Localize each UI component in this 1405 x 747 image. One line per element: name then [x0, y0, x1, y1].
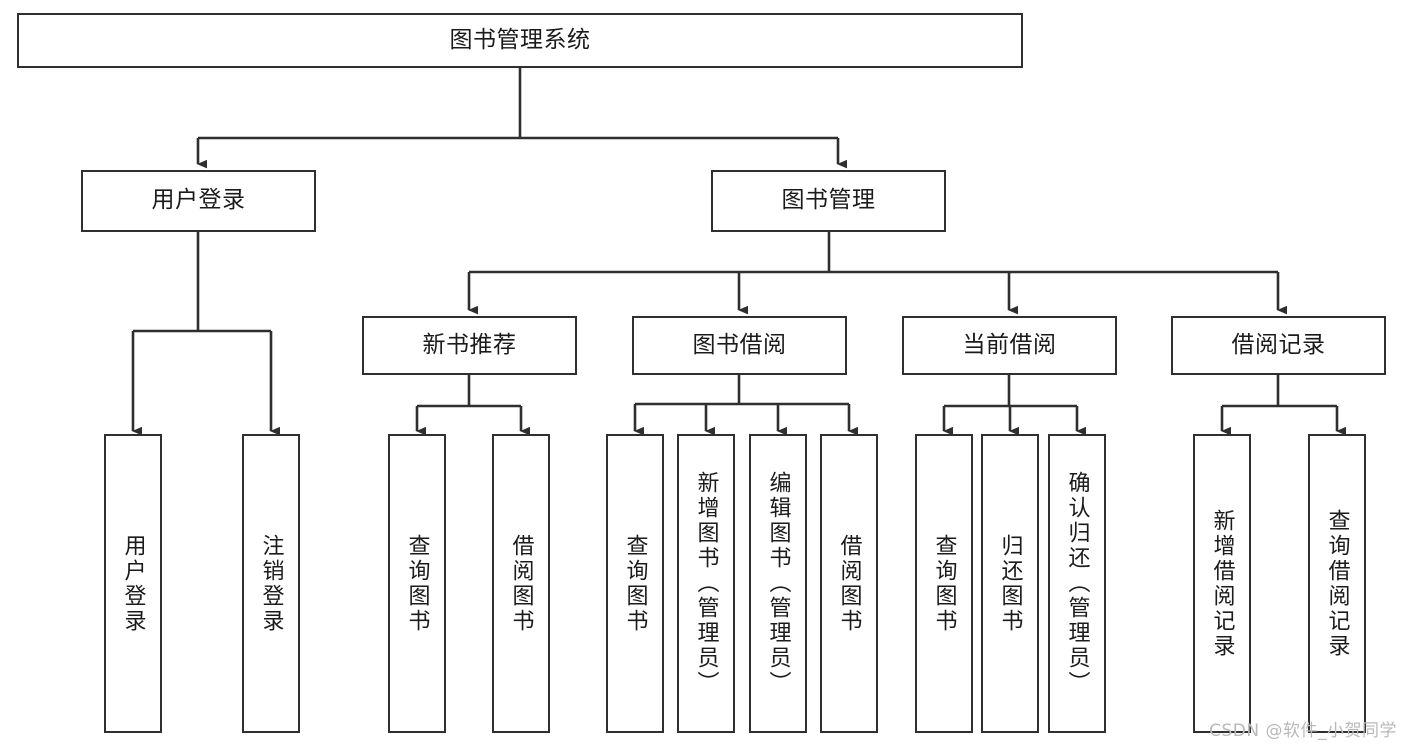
node-leaf-logout-login-label: 注销登录	[258, 533, 284, 634]
node-borrow-record[interactable]: 借阅记录	[1171, 316, 1386, 375]
node-leaf-borrow-book-2-label: 借阅图书	[836, 533, 862, 634]
node-leaf-borrow-book-2[interactable]: 借阅图书	[820, 434, 878, 733]
node-leaf-confirm-return[interactable]: 确认归还（管理员）	[1048, 434, 1106, 733]
node-leaf-edit-book[interactable]: 编辑图书（管理员）	[749, 434, 807, 733]
node-root[interactable]: 图书管理系统	[17, 13, 1023, 68]
node-leaf-query-borrow-record-label: 查询借阅记录	[1324, 508, 1350, 659]
node-leaf-add-book[interactable]: 新增图书（管理员）	[677, 434, 735, 733]
node-leaf-user-login[interactable]: 用户登录	[104, 434, 162, 733]
node-current-borrow[interactable]: 当前借阅	[902, 316, 1117, 375]
node-current-borrow-label: 当前借阅	[962, 331, 1057, 358]
node-book-manage[interactable]: 图书管理	[711, 170, 946, 232]
node-new-book-recommend-label: 新书推荐	[422, 331, 517, 358]
node-leaf-query-book-3-label: 查询图书	[931, 533, 957, 634]
node-leaf-logout-login[interactable]: 注销登录	[242, 434, 300, 733]
node-leaf-borrow-book-1-label: 借阅图书	[508, 533, 534, 634]
node-leaf-borrow-book-1[interactable]: 借阅图书	[492, 434, 550, 733]
node-root-label: 图书管理系统	[449, 26, 591, 53]
node-leaf-query-borrow-record[interactable]: 查询借阅记录	[1308, 434, 1366, 733]
node-new-book-recommend[interactable]: 新书推荐	[362, 316, 577, 375]
node-leaf-edit-book-label: 编辑图书（管理员）	[765, 471, 791, 696]
node-leaf-query-book-3[interactable]: 查询图书	[915, 434, 973, 733]
node-user-login[interactable]: 用户登录	[81, 170, 316, 232]
node-leaf-confirm-return-label: 确认归还（管理员）	[1064, 471, 1090, 696]
node-leaf-query-book-2[interactable]: 查询图书	[606, 434, 664, 733]
node-leaf-user-login-label: 用户登录	[120, 533, 146, 634]
node-leaf-return-book-label: 归还图书	[997, 533, 1023, 634]
node-leaf-query-book-2-label: 查询图书	[622, 533, 648, 634]
node-leaf-add-borrow-record-label: 新增借阅记录	[1209, 508, 1235, 659]
node-leaf-add-book-label: 新增图书（管理员）	[693, 471, 719, 696]
node-book-manage-label: 图书管理	[781, 187, 876, 214]
node-leaf-query-book-1-label: 查询图书	[404, 533, 430, 634]
node-leaf-return-book[interactable]: 归还图书	[981, 434, 1039, 733]
node-book-borrow-label: 图书借阅	[692, 331, 787, 358]
node-book-borrow[interactable]: 图书借阅	[632, 316, 847, 375]
node-borrow-record-label: 借阅记录	[1231, 331, 1326, 358]
node-user-login-label: 用户登录	[151, 187, 246, 214]
node-leaf-query-book-1[interactable]: 查询图书	[388, 434, 446, 733]
node-leaf-add-borrow-record[interactable]: 新增借阅记录	[1193, 434, 1251, 733]
